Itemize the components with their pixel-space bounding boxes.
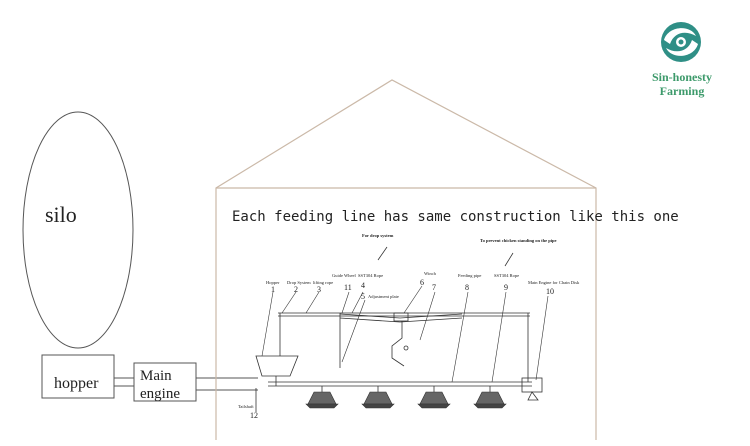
note-drop-system: For drop system bbox=[362, 233, 394, 238]
feeder-pan bbox=[305, 391, 339, 409]
swirl-logo-icon bbox=[661, 22, 701, 62]
part-label-11: Guide Wheel bbox=[332, 273, 357, 278]
part-num-1: 1 bbox=[271, 285, 275, 294]
silo-label: silo bbox=[45, 202, 77, 227]
brand-name-line2: Farming bbox=[659, 84, 705, 98]
feeder-pan bbox=[361, 391, 395, 409]
hopper-box bbox=[41, 354, 115, 399]
feeder-pan bbox=[417, 391, 451, 409]
diagram-caption: Each feeding line has same construction … bbox=[232, 209, 679, 225]
main-engine-box bbox=[133, 362, 197, 402]
part-label-3: lifting rope bbox=[313, 280, 333, 285]
pipe-drops bbox=[321, 386, 491, 392]
part-label-12: Tailshaft bbox=[238, 404, 254, 409]
part-num-4: 4 bbox=[361, 281, 365, 290]
note-prevent-arrow bbox=[504, 252, 514, 267]
part-num-9: 9 bbox=[504, 283, 508, 292]
part-label-10: Main Engine for Chain Disk bbox=[528, 280, 580, 285]
part-label-6: Winch bbox=[424, 271, 437, 276]
brand-name-line1: Sin-honesty bbox=[651, 70, 713, 84]
part-num-2: 2 bbox=[294, 285, 298, 294]
part-num-10: 10 bbox=[546, 287, 554, 296]
part-label-1: Hopper bbox=[266, 280, 280, 285]
part-num-5: 5 bbox=[361, 292, 365, 301]
part-num-7: 7 bbox=[432, 283, 436, 292]
hopper-box-label: hopper bbox=[54, 375, 99, 392]
part-num-8: 8 bbox=[465, 283, 469, 292]
leader-lines bbox=[261, 285, 549, 383]
part-num-3: 3 bbox=[317, 285, 321, 294]
part-label-5: Adjustment plate bbox=[368, 294, 399, 299]
note-prevent-chicken: To prevent chicken standing on the pipe bbox=[480, 238, 557, 243]
note-drop-arrow bbox=[377, 246, 388, 261]
part-label-8: Feeding pipe bbox=[458, 273, 481, 278]
part-label-2: Drop System bbox=[287, 280, 311, 285]
part-label-9: SST304 Rope bbox=[494, 273, 519, 278]
part-labels: Hopper 1 Drop System 2 lifting rope 3 Gu… bbox=[238, 271, 580, 420]
part-label-4: SST304 Rope bbox=[358, 273, 383, 278]
part-num-6: 6 bbox=[420, 278, 424, 287]
part-num-12: 12 bbox=[250, 411, 258, 420]
silo-outline bbox=[22, 111, 134, 349]
main-engine-line1: Main bbox=[140, 368, 172, 384]
part-num-11: 11 bbox=[344, 283, 352, 292]
house-outline bbox=[215, 79, 597, 440]
main-engine-line2: engine bbox=[140, 386, 180, 402]
feeder-pan bbox=[473, 391, 507, 409]
